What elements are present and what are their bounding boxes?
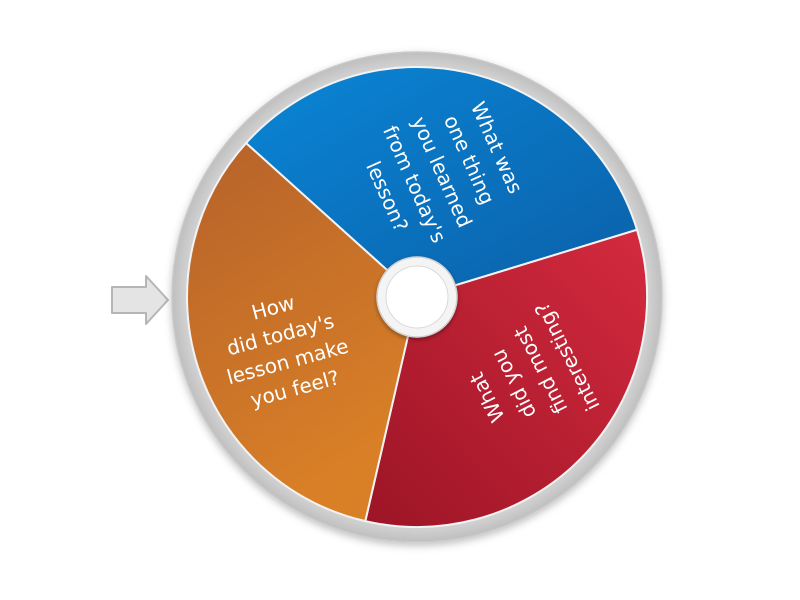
pointer-arrow-icon bbox=[111, 275, 169, 325]
wheel-hub-inner bbox=[385, 265, 449, 329]
wheel-segment-orange[interactable] bbox=[186, 141, 419, 523]
wheel-segment-blue[interactable] bbox=[244, 66, 639, 299]
wheel-segments[interactable]: What wasone thingyou learnedfrom today's… bbox=[186, 66, 648, 528]
wheel-segment-label-orange: Howdid today'slesson makeyou feel? bbox=[210, 280, 359, 417]
